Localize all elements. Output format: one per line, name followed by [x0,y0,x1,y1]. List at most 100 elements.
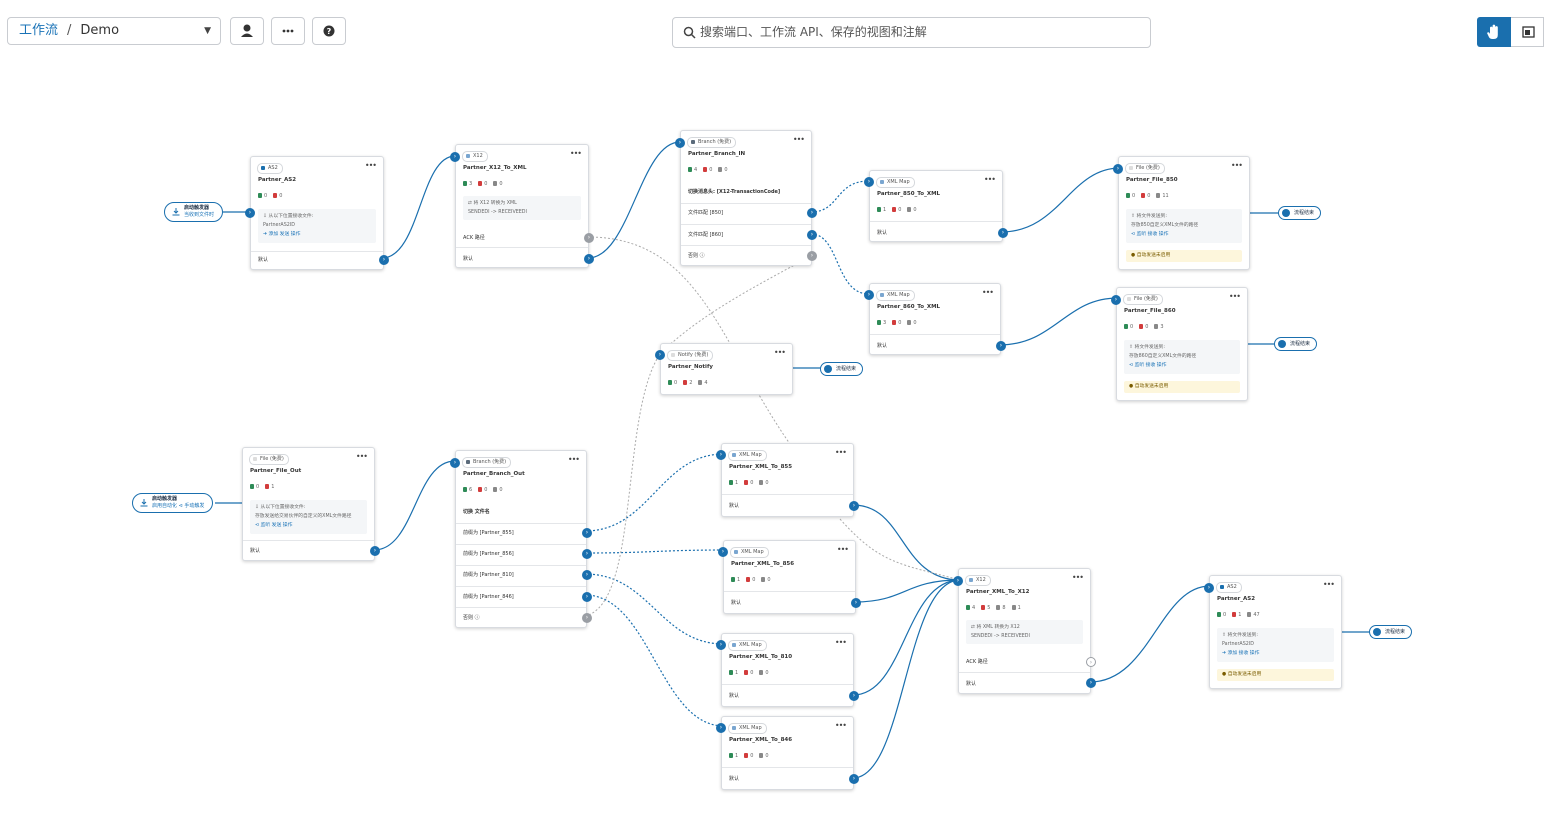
input-port[interactable]: › [245,208,255,218]
output-port[interactable]: › [379,255,389,265]
minimap-toggle-button[interactable] [1511,17,1544,47]
input-port[interactable]: › [1113,164,1123,174]
start-trigger-file-received[interactable]: 启动触发器 当收到文件时 [164,202,224,222]
check-circle-icon [1282,209,1290,217]
as2-icon [261,166,265,170]
ack-port[interactable]: › [1086,657,1096,667]
case-port-850[interactable]: › [807,208,817,218]
node-title: Partner_X12_To_XML [463,165,527,171]
more-icon[interactable]: ••• [981,288,994,297]
input-port[interactable]: › [716,723,726,733]
more-icon[interactable]: ••• [364,161,377,170]
input-port[interactable]: › [675,138,685,148]
input-port[interactable]: › [450,458,460,468]
input-port[interactable]: › [655,350,665,360]
case-port-860[interactable]: › [807,230,817,240]
output-port[interactable]: › [1086,678,1096,688]
more-icon[interactable]: ••• [834,448,847,457]
output-port[interactable]: › [998,228,1008,238]
more-icon[interactable]: ••• [773,348,786,357]
node-title: Partner_XML_To_846 [729,737,793,743]
help-button[interactable]: ? [312,17,346,45]
else-port[interactable]: › [582,613,592,623]
input-port[interactable]: › [718,547,728,557]
x12-icon [969,578,973,582]
more-icon[interactable]: ••• [355,452,368,461]
more-icon[interactable]: ••• [1322,580,1335,589]
more-icon[interactable]: ••• [792,135,805,144]
else-port[interactable]: › [807,251,817,261]
output-port[interactable]: › [849,774,859,784]
more-icon[interactable]: ••• [569,149,582,158]
more-icon[interactable]: ••• [567,455,580,464]
output-port[interactable]: › [851,598,861,608]
more-icon [282,29,294,33]
node-title: Partner_XML_To_856 [731,561,795,567]
output-port[interactable]: › [849,691,859,701]
output-port[interactable]: › [584,254,594,264]
node-title: Partner_Branch_Out [463,471,525,477]
input-port[interactable]: › [953,576,963,586]
case-port-856[interactable]: › [582,549,592,559]
input-port[interactable]: › [450,152,460,162]
breadcrumb-root-link[interactable]: 工作流 [19,23,59,38]
input-port[interactable]: › [1111,295,1121,305]
more-icon[interactable]: ••• [1230,161,1243,170]
more-icon[interactable]: ••• [836,545,849,554]
auto-send-warning: ● 自动发送未启用 [1217,669,1334,681]
trigger-title: 启动触发器 [152,496,178,502]
node-title: Partner_XML_To_855 [729,464,793,470]
svg-text:?: ? [327,27,332,36]
search-icon [683,26,696,39]
input-port[interactable]: › [716,450,726,460]
input-port[interactable]: › [716,640,726,650]
input-port[interactable]: › [864,177,874,187]
more-icon[interactable]: ••• [983,175,996,184]
check-circle-icon [1278,340,1286,348]
case-port-855[interactable]: › [582,528,592,538]
flow-end-as2: 流程结束 [1369,625,1413,639]
more-icon[interactable]: ••• [834,721,847,730]
auto-send-warning: ● 自动发送未启用 [1124,381,1240,393]
start-trigger-manual[interactable]: 启动触发器 启用自动化 ⊲ 手动触发 [132,493,214,513]
case-port-810[interactable]: › [582,570,592,580]
flow-end-850: 流程结束 [1278,206,1322,220]
more-icon[interactable]: ••• [1228,292,1241,301]
x12-icon [466,154,470,158]
output-port[interactable]: › [849,501,859,511]
output-port[interactable]: › [996,341,1006,351]
more-icon[interactable]: ••• [1071,573,1084,582]
input-port[interactable]: › [864,290,874,300]
user-button[interactable] [230,17,264,45]
search-input[interactable]: 搜索端口、工作流 API、保存的视图和注解 [672,17,1151,48]
more-button[interactable] [271,17,305,45]
case-port-846[interactable]: › [582,592,592,602]
node-title: Partner_File_850 [1126,177,1178,183]
pan-mode-button[interactable] [1477,17,1511,47]
xml-map-icon [732,453,736,457]
input-port[interactable]: › [1204,583,1214,593]
ack-port[interactable]: › [584,233,594,243]
output-port[interactable]: › [370,546,380,556]
more-icon[interactable]: ••• [834,638,847,647]
workflow-canvas[interactable]: 启动触发器 当收到文件时 启动触发器 启用自动化 ⊲ 手动触发 流程结束 流程结… [0,64,1544,821]
connection-wires [215,141,1370,779]
download-icon [140,499,148,507]
workflow-breadcrumb-select[interactable]: 工作流/Demo ▼ [7,17,221,45]
